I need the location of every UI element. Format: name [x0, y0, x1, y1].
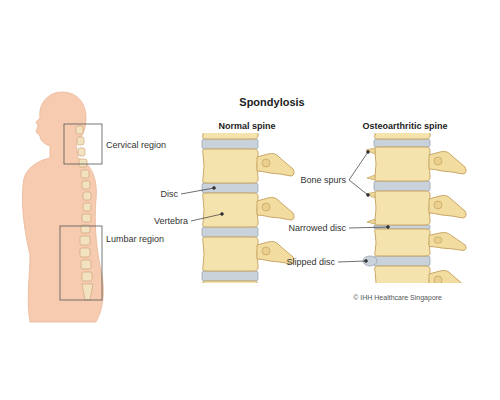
- part-label: Disc: [161, 189, 179, 199]
- body-spine: [76, 126, 93, 300]
- region-label: Lumbar region: [106, 234, 164, 244]
- part-label: Bone spurs: [300, 175, 346, 185]
- part-label: Slipped disc: [286, 257, 335, 267]
- panel-heading: Osteoarthritic spine: [362, 121, 447, 131]
- diagram-title: Spondylosis: [239, 96, 304, 109]
- region-label: Cervical region: [106, 140, 166, 150]
- cervical-box: [64, 124, 102, 164]
- part-label: Vertebra: [154, 216, 188, 226]
- panel-heading: Normal spine: [218, 121, 275, 131]
- lumbar-box: [60, 226, 102, 300]
- normal-spine: [202, 133, 294, 283]
- body-silhouette: [22, 92, 103, 322]
- leader-lines: [181, 151, 389, 263]
- copyright-note: © IHH Healthcare Singapore: [353, 294, 442, 302]
- part-label: Narrowed disc: [288, 223, 346, 233]
- osteoarthritic-spine: [363, 133, 466, 283]
